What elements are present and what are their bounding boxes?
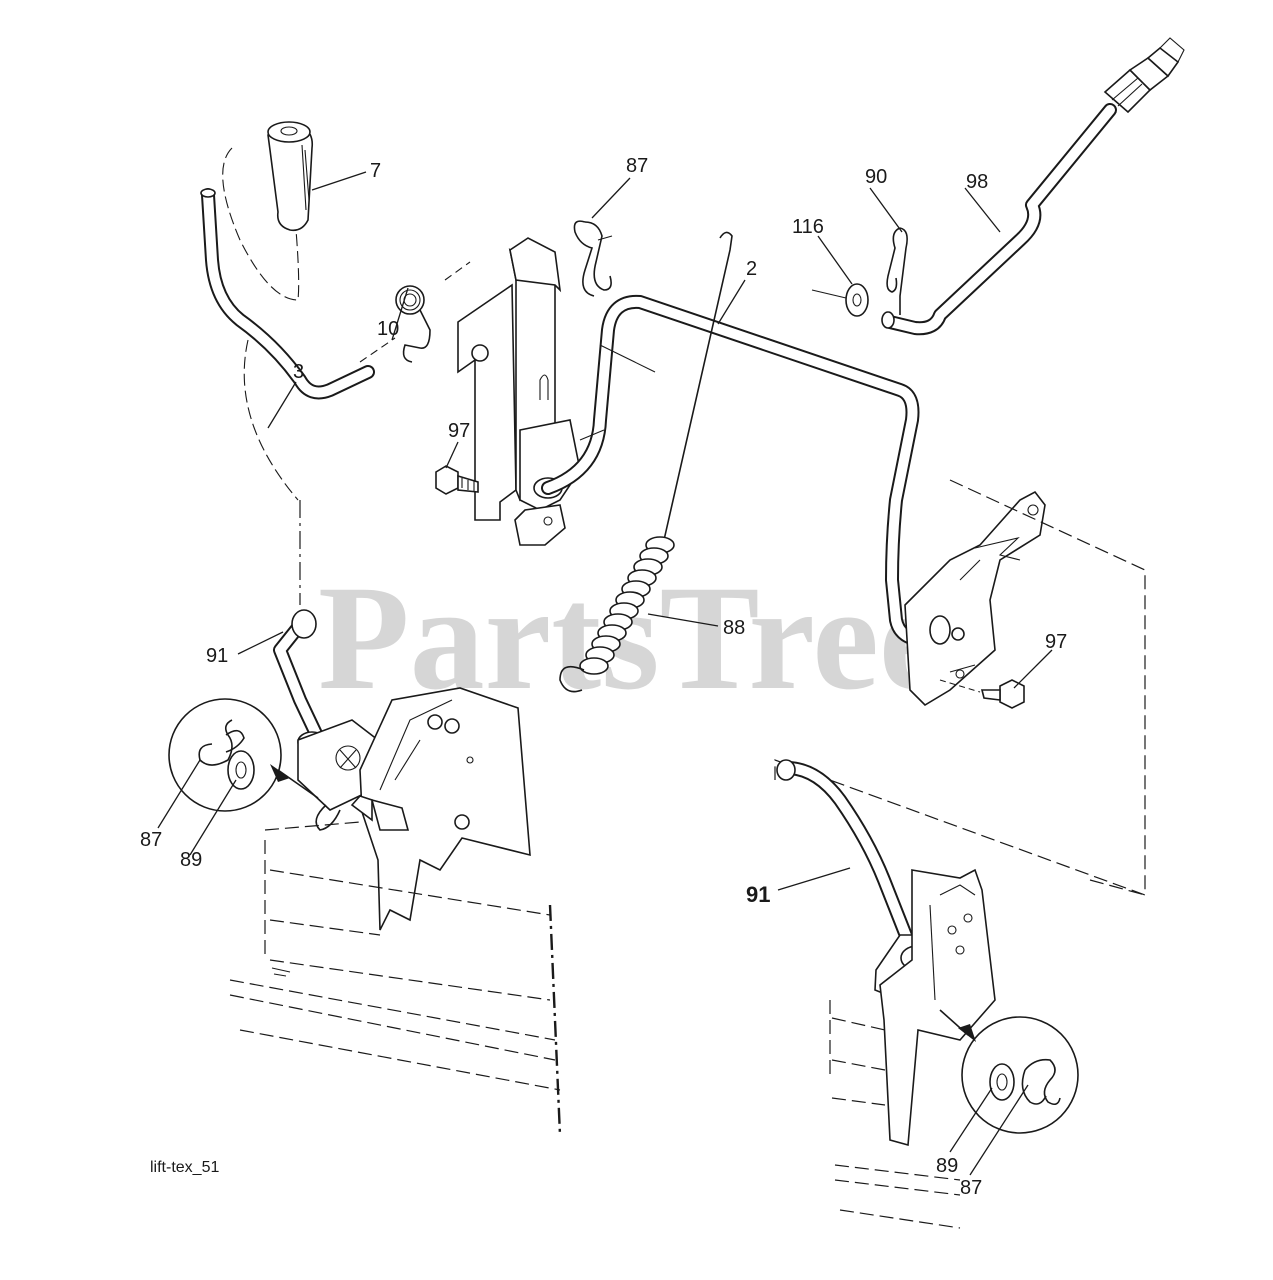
lift-arm-left xyxy=(273,609,379,811)
callout-7: 7 xyxy=(370,160,381,182)
leader-lines xyxy=(157,171,1053,1176)
callout-3: 3 xyxy=(293,361,304,383)
callout-97-right: 97 xyxy=(1045,631,1067,653)
callout-91-left: 91 xyxy=(206,645,228,667)
deck-outline-left xyxy=(229,821,562,1136)
callout-10: 10 xyxy=(377,318,399,340)
callout-87-top: 87 xyxy=(626,155,648,177)
handle-grip xyxy=(222,121,314,301)
deck-outline-right-bottom xyxy=(1089,879,1146,896)
left-deck-plate xyxy=(315,687,531,931)
detail-circle-right xyxy=(939,1009,1079,1134)
callout-89-right: 89 xyxy=(936,1155,958,1177)
callout-98: 98 xyxy=(966,171,988,193)
callout-91-right: 91 xyxy=(746,882,770,907)
callout-88: 88 xyxy=(723,617,745,639)
callout-97-left: 97 xyxy=(448,420,470,442)
callout-90: 90 xyxy=(865,166,887,188)
extension-spring xyxy=(559,231,733,693)
bolt-left xyxy=(435,465,479,495)
diagram-code: lift-tex_51 xyxy=(150,1159,219,1176)
callout-2: 2 xyxy=(746,258,757,280)
deck-outline-right-lower xyxy=(829,1000,961,1229)
detail-circle-left xyxy=(168,698,319,812)
bolt-right xyxy=(939,679,1025,709)
deck-outline-right xyxy=(774,479,1146,896)
right-lift-bracket xyxy=(904,490,1046,707)
washer-116 xyxy=(811,283,869,317)
callout-89-left: 89 xyxy=(180,849,202,871)
torsion-spring xyxy=(359,261,471,363)
center-bracket xyxy=(457,237,581,546)
lift-lever xyxy=(200,188,375,605)
callout-87-right: 87 xyxy=(960,1177,982,1199)
callout-87-left: 87 xyxy=(140,829,162,851)
hairpin-clip-90 xyxy=(886,227,908,315)
lift-shaft xyxy=(541,294,932,647)
callout-116: 116 xyxy=(792,216,824,238)
hairpin-clip-top xyxy=(573,220,613,297)
deck-rod-98 xyxy=(881,37,1185,336)
right-deck-plate xyxy=(879,868,996,1147)
callout-labels: 7 87 90 98 116 2 10 3 97 97 88 91 87 89 … xyxy=(140,155,1067,1199)
